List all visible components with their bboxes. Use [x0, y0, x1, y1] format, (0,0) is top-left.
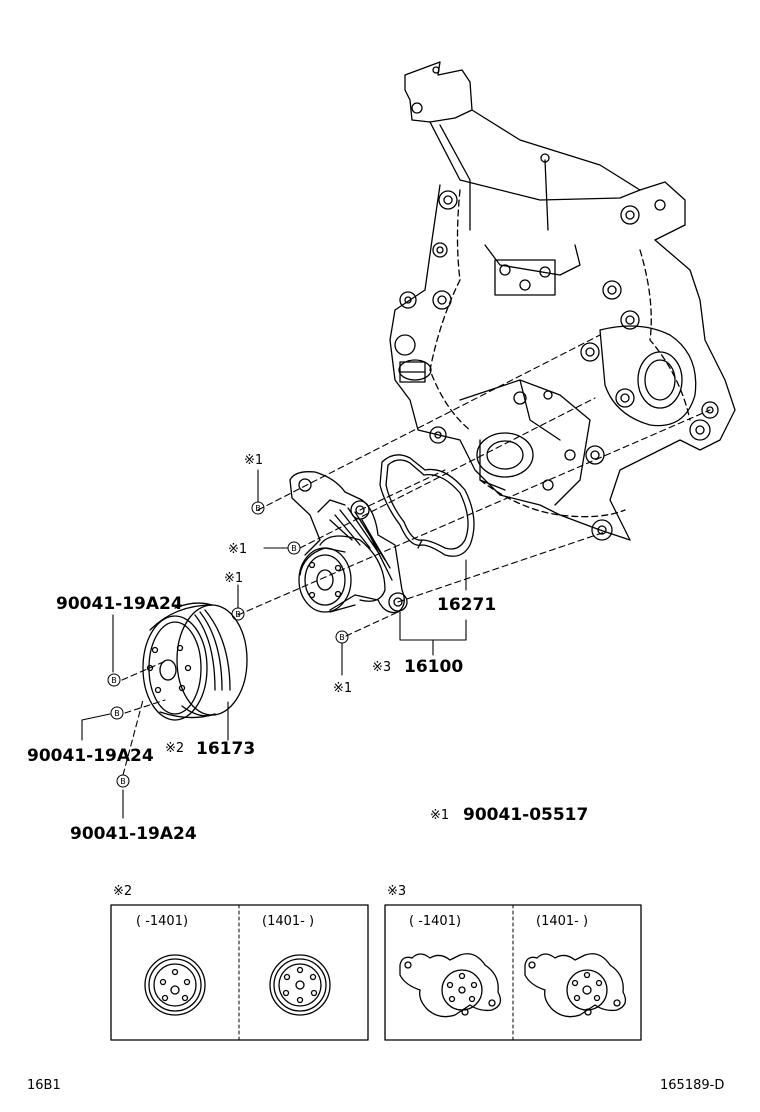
bolt-letter: B — [114, 709, 120, 718]
water-pump-pulley — [142, 602, 248, 721]
bolt-letters: B B B B B B B — [111, 504, 345, 786]
footer: 16B1 165189-D — [27, 1078, 724, 1093]
variant-box-pump — [384, 904, 642, 1041]
mark-3: ※3 — [372, 660, 391, 675]
box2-left-range: ( -1401) — [136, 914, 188, 929]
bolt-letter: B — [255, 504, 261, 513]
legend-part-number[interactable]: 90041-05517 — [463, 805, 588, 825]
bolt-letter: B — [111, 676, 117, 685]
timing-chain-cover — [389, 61, 736, 541]
box2-right-range: (1401- ) — [262, 914, 314, 929]
part-number-16271[interactable]: 16271 — [437, 595, 496, 615]
legend-mark: ※1 — [430, 808, 449, 823]
alignment-lines — [121, 334, 711, 776]
callout-marks: ※1 ※1 ※1 ※1 ※3 ※2 — [165, 453, 391, 756]
part-number-bolt-a[interactable]: 90041-19A24 — [56, 594, 183, 614]
variant-labels: ※2 ( -1401) (1401- ) ※3 ( -1401) (1401- … — [113, 884, 588, 929]
footer-diagram-id: 165189-D — [660, 1078, 724, 1093]
water-pump-gasket — [379, 454, 475, 557]
mark-1-low: ※1 — [224, 571, 243, 586]
box3-left-range: ( -1401) — [409, 914, 461, 929]
bolt-letter: B — [291, 544, 297, 553]
box3-right-range: (1401- ) — [536, 914, 588, 929]
variant-box-pulley — [110, 904, 369, 1041]
mark-2: ※2 — [165, 741, 184, 756]
part-number-16100[interactable]: 16100 — [404, 657, 463, 677]
part-numbers: 16271 16100 16173 90041-19A24 90041-19A2… — [27, 594, 496, 844]
part-number-bolt-b[interactable]: 90041-19A24 — [27, 746, 154, 766]
part-number-bolt-c[interactable]: 90041-19A24 — [70, 824, 197, 844]
mark-1-mid: ※1 — [228, 542, 247, 557]
footer-left-code: 16B1 — [27, 1078, 61, 1093]
bolt-callouts — [107, 501, 349, 788]
part-number-16173[interactable]: 16173 — [196, 739, 255, 759]
bolt-letter: B — [235, 610, 241, 619]
mark-1-bottom: ※1 — [333, 681, 352, 696]
box2-mark: ※2 — [113, 884, 132, 899]
box3-mark: ※3 — [387, 884, 406, 899]
bolt-letter: B — [339, 633, 345, 642]
water-pump — [289, 471, 408, 614]
mark-1-top: ※1 — [244, 453, 263, 468]
leader-lines — [81, 469, 467, 819]
legend: ※1 90041-05517 — [430, 805, 588, 825]
bolt-letter: B — [120, 777, 126, 786]
